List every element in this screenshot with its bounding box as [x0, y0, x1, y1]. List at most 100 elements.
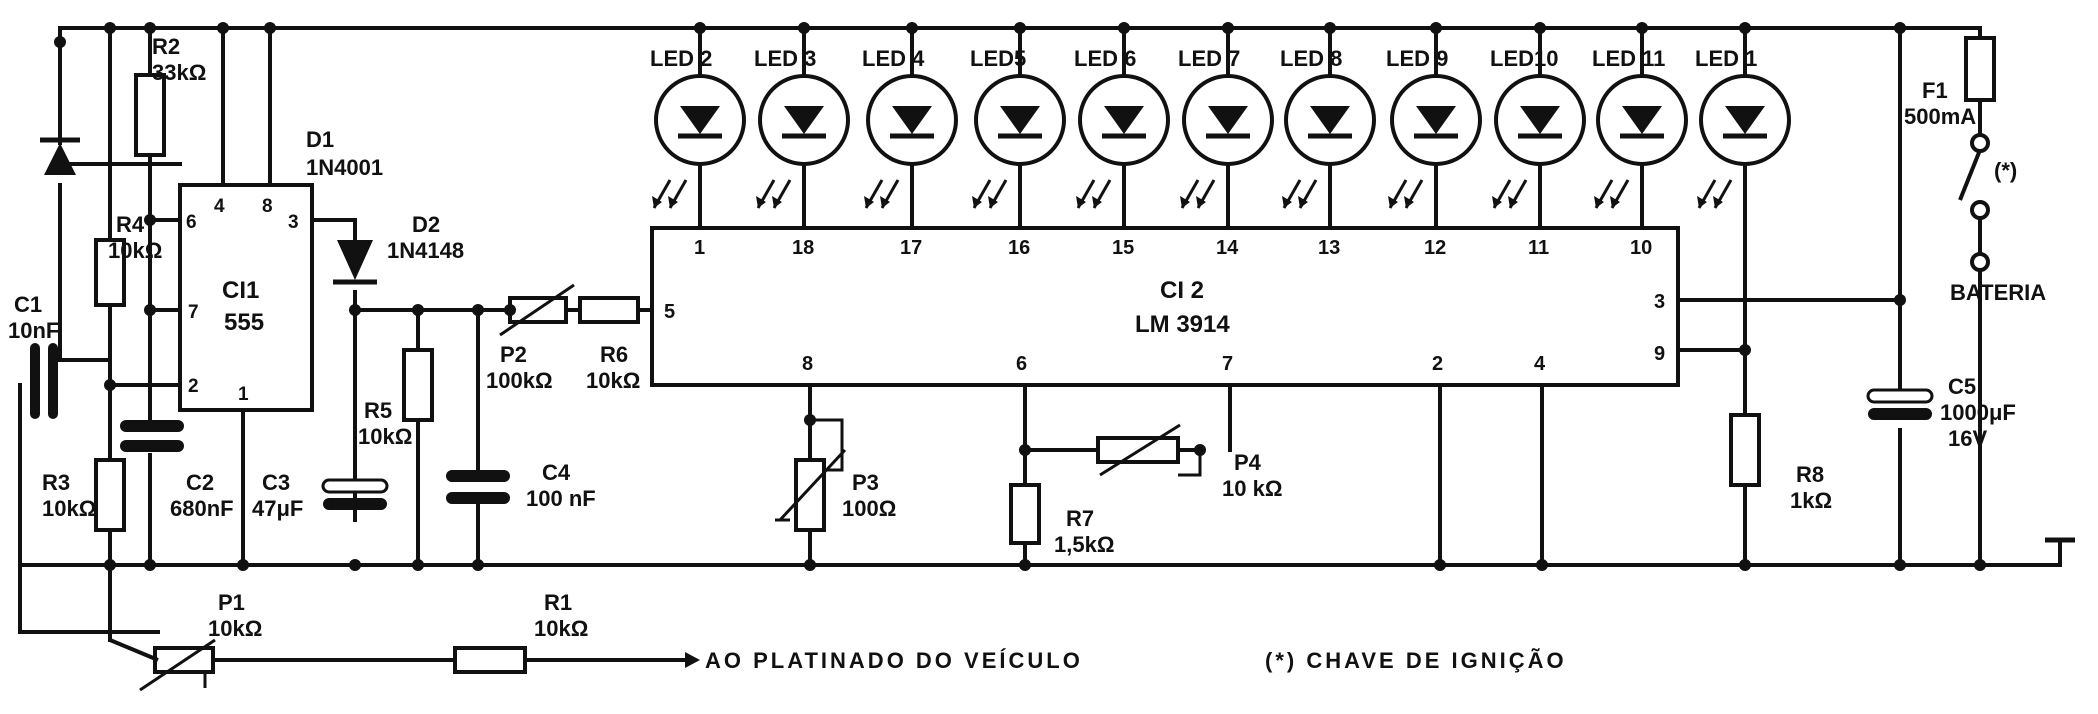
- r6-resistor: [578, 296, 640, 324]
- led-pin-number: 17: [900, 237, 922, 259]
- f1-fuse: [1964, 36, 1996, 102]
- led-11: [1697, 74, 1791, 209]
- junction-dot: [1739, 559, 1751, 571]
- led-pin-number: 15: [1112, 237, 1134, 259]
- r1-value: 10kΩ: [534, 616, 588, 641]
- r5-name: R5: [364, 398, 392, 423]
- ci2-pin7: 7: [1222, 353, 1233, 375]
- c3-capacitor: [321, 478, 389, 510]
- junction-dot: [144, 304, 156, 316]
- platinado-arrow: [685, 652, 700, 668]
- r4-resistor: [94, 238, 126, 307]
- d2-name: D2: [412, 212, 440, 237]
- c2-name: C2: [186, 470, 214, 495]
- junction-dot: [412, 304, 424, 316]
- c5-name: C5: [1948, 374, 1976, 399]
- led-9: [1492, 74, 1586, 209]
- r4-name: R4: [116, 212, 145, 237]
- led-10: [1594, 74, 1688, 209]
- r2-name: R2: [152, 34, 180, 59]
- p2-value: 100kΩ: [486, 368, 553, 393]
- r1-resistor: [453, 646, 527, 674]
- p2-name: P2: [500, 342, 527, 367]
- f1-name: F1: [1922, 78, 1948, 103]
- r7-name: R7: [1066, 506, 1094, 531]
- junction-dot: [1536, 559, 1548, 571]
- ci2-pin5: 5: [664, 301, 675, 323]
- junction-dot: [504, 304, 516, 316]
- r2-resistor: [134, 73, 166, 157]
- led-label: LED 8: [1280, 46, 1342, 71]
- wires: [18, 26, 2075, 662]
- junction-dot: [1894, 559, 1906, 571]
- r6-value: 10kΩ: [586, 368, 640, 393]
- p1-value: 10kΩ: [208, 616, 262, 641]
- junction-dot: [104, 559, 116, 571]
- r8-value: 1kΩ: [1790, 488, 1832, 513]
- junction-dot: [804, 559, 816, 571]
- d1-diode: [40, 137, 80, 175]
- led-6: [1180, 74, 1274, 209]
- r8-resistor: [1729, 413, 1761, 487]
- d1-name: D1: [306, 127, 334, 152]
- c1-value: 10nF: [8, 318, 59, 343]
- junction-dot: [104, 379, 116, 391]
- junction-dot: [472, 304, 484, 316]
- ci1-pin7: 7: [188, 302, 199, 323]
- led-label: LED 6: [1074, 46, 1136, 71]
- p3-name: P3: [852, 470, 879, 495]
- c3-value: 47μF: [252, 496, 303, 521]
- ignition-note: (*) CHAVE DE IGNIÇÃO: [1265, 648, 1567, 673]
- junction-dot: [1324, 22, 1336, 34]
- led-label: LED5: [970, 46, 1026, 71]
- led-4: [972, 74, 1066, 209]
- p4-potentiometer: [1096, 423, 1202, 477]
- junction-dot: [54, 36, 66, 48]
- junction-dot: [1894, 294, 1906, 306]
- led-label: LED10: [1490, 46, 1558, 71]
- ci1-pin3: 3: [288, 212, 299, 233]
- platinado-label: AO PLATINADO DO VEÍCULO: [705, 648, 1083, 673]
- ci1-pin6: 6: [186, 212, 197, 233]
- ci1-part: 555: [224, 309, 264, 336]
- r3-value: 10kΩ: [42, 496, 96, 521]
- ci2-pin6: 6: [1016, 353, 1027, 375]
- ci1-name: CI1: [222, 277, 259, 304]
- r7-value: 1,5kΩ: [1054, 532, 1114, 557]
- switch-mark: (*): [1994, 158, 2017, 183]
- junction-dot: [1636, 22, 1648, 34]
- junction-dot: [412, 559, 424, 571]
- led-pin-number: 12: [1424, 237, 1446, 259]
- junction-dot: [144, 214, 156, 226]
- junction-dot: [264, 22, 276, 34]
- d2-diode: [333, 240, 377, 285]
- junction-dot: [1019, 444, 1031, 456]
- p4-name: P4: [1234, 450, 1262, 475]
- c5-voltage: 16V: [1948, 426, 1987, 451]
- ci2-pin2: 2: [1432, 353, 1443, 375]
- p3-value: 100Ω: [842, 496, 896, 521]
- junction-dot: [349, 304, 361, 316]
- junction-dot: [1118, 22, 1130, 34]
- junction-dot: [694, 22, 706, 34]
- p1-name: P1: [218, 590, 245, 615]
- led-label: LED 2: [650, 46, 712, 71]
- c5-value: 1000μF: [1940, 400, 2016, 425]
- ci2-pin9: 9: [1654, 343, 1665, 365]
- r5-resistor: [402, 348, 434, 422]
- led-label: LED 7: [1178, 46, 1240, 71]
- junction-dot: [1894, 22, 1906, 34]
- p4-value: 10 kΩ: [1222, 476, 1282, 501]
- junction-dot: [104, 22, 116, 34]
- junction-dot: [1222, 22, 1234, 34]
- ci1-pin4: 4: [214, 196, 225, 217]
- junction-dot: [1194, 444, 1206, 456]
- led-label: LED 1: [1695, 46, 1757, 71]
- junction-dot: [237, 559, 249, 571]
- ci2-pin4: 4: [1534, 353, 1546, 375]
- ci2-body: [650, 226, 1680, 387]
- ci2-part: LM 3914: [1135, 311, 1230, 338]
- ci2-pin8: 8: [802, 353, 813, 375]
